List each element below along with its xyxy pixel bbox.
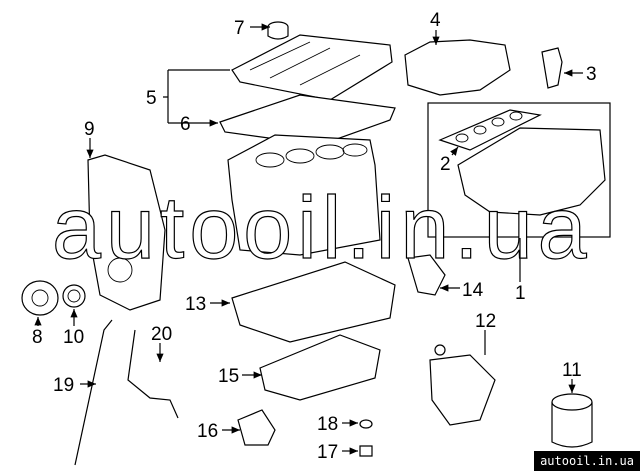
callout-15: 15 [218, 366, 239, 387]
mount-bracket [237, 409, 276, 446]
crankshaft-pulley [21, 280, 59, 316]
callout-12: 12 [475, 311, 496, 332]
oil-filter-housing [429, 354, 496, 426]
callout-20: 20 [151, 324, 172, 345]
timing-chain-cover [87, 154, 166, 311]
oil-filler-cap [267, 21, 289, 40]
callout-17: 17 [317, 442, 338, 463]
valve-cover [231, 34, 393, 101]
o-ring [434, 344, 446, 356]
callout-16: 16 [197, 421, 218, 442]
upper-oil-pan [231, 261, 396, 343]
intake-manifold-gasket [438, 109, 542, 151]
engine-block [227, 134, 381, 256]
watermark: autooil.in.ua [52, 178, 592, 277]
callout-1: 1 [515, 283, 526, 304]
engine-cover [404, 39, 511, 96]
oil-dipstick [74, 319, 113, 466]
callout-18: 18 [317, 414, 338, 435]
intake-manifold-box [427, 102, 611, 238]
intake-manifold [457, 127, 606, 216]
callout-8: 8 [32, 327, 43, 348]
bracket [541, 47, 563, 89]
drain-plug-gasket [359, 419, 373, 429]
callout-10: 10 [63, 327, 84, 348]
water-pump [107, 257, 133, 283]
drain-plug [359, 445, 373, 457]
callout-13: 13 [185, 294, 206, 315]
lower-oil-pan [259, 334, 381, 401]
callout-3: 3 [586, 64, 597, 85]
valve-cover-gasket [219, 94, 396, 146]
callout-11: 11 [562, 360, 582, 381]
oil-seal [62, 284, 86, 308]
callout-2: 2 [440, 154, 451, 175]
site-badge: autooil.in.ua [534, 451, 640, 471]
callout-4: 4 [430, 10, 441, 31]
callout-6: 6 [180, 114, 191, 135]
oil-filter [551, 393, 593, 448]
callout-14: 14 [462, 280, 484, 301]
callout-7: 7 [234, 18, 245, 39]
dipstick-guide [127, 329, 179, 419]
callout-19: 19 [53, 375, 74, 396]
callout-5: 5 [146, 88, 157, 109]
callout-9: 9 [84, 119, 95, 140]
